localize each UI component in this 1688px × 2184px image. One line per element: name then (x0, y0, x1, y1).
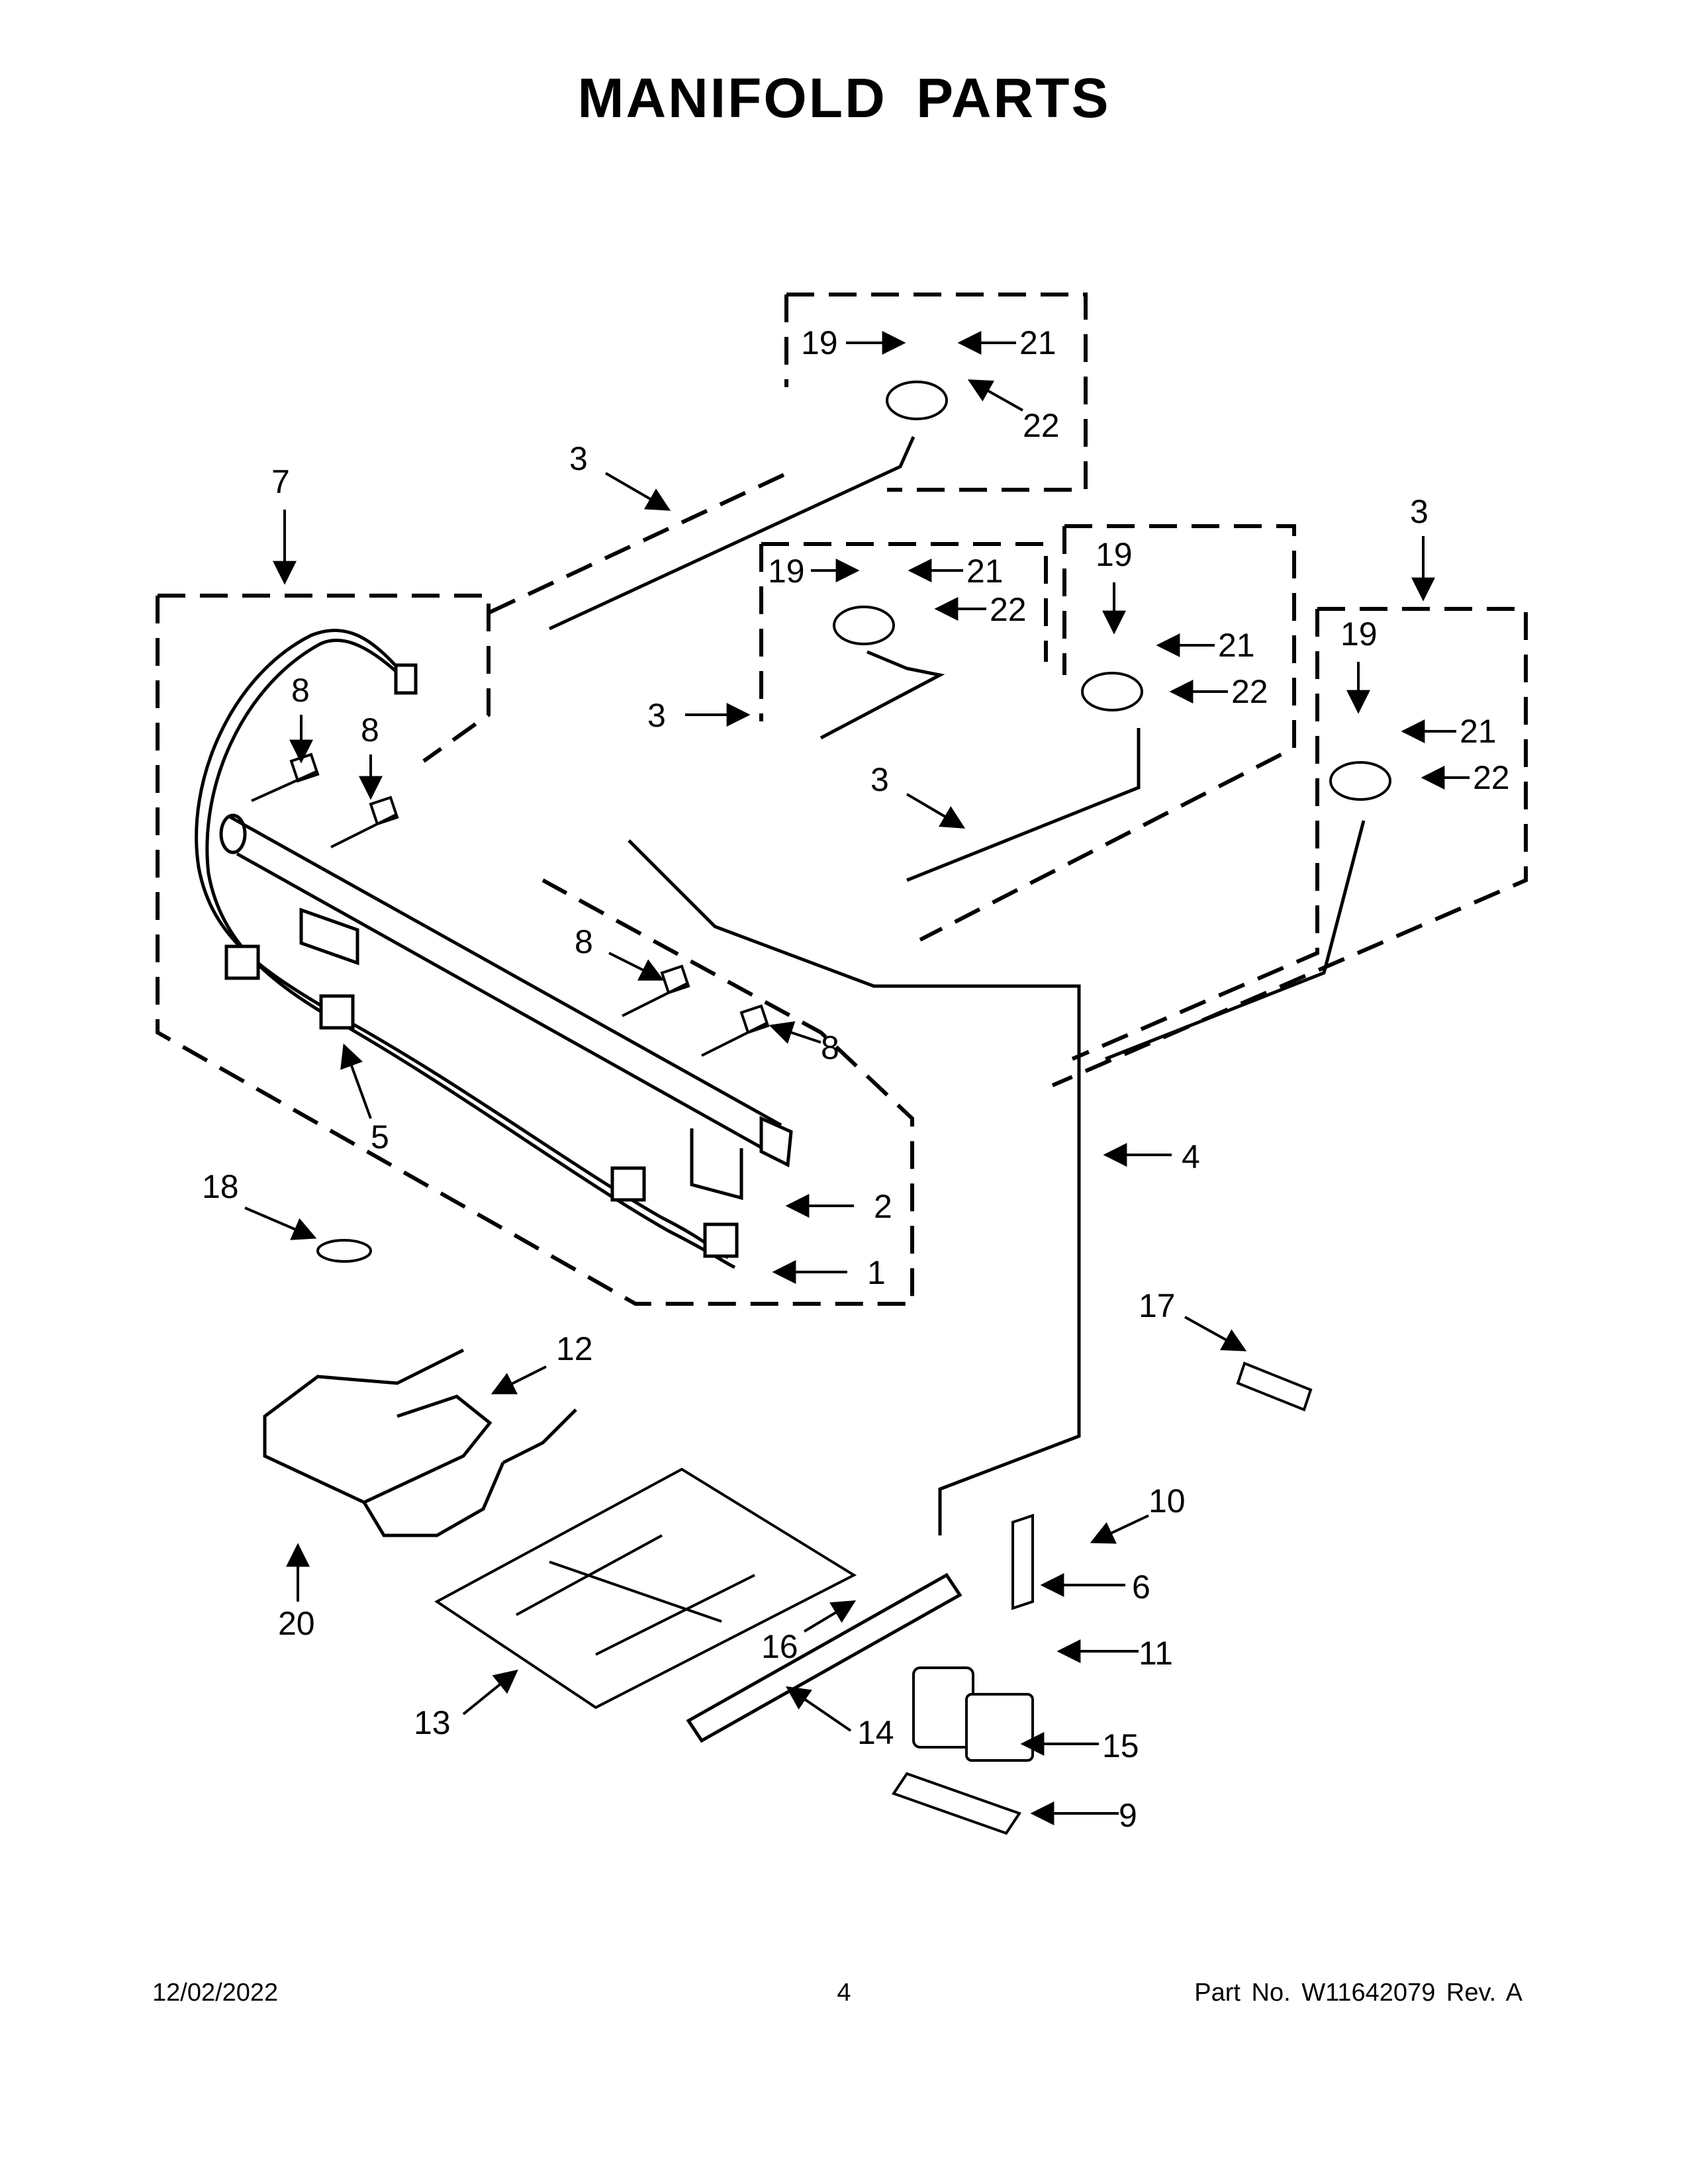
callout-label-2: 2 (874, 1188, 892, 1225)
callout-label-17: 17 (1139, 1287, 1176, 1324)
valve-box-right (1051, 607, 1528, 1087)
callout-15: 15 (1020, 1727, 1139, 1764)
callout-label-1: 1 (867, 1254, 886, 1291)
callout-22a: 22 (967, 379, 1060, 444)
manifold-box (156, 594, 914, 1306)
spark-module (1236, 1361, 1313, 1412)
orifice-holders (251, 752, 770, 1057)
valve-box-mid-right (919, 524, 1296, 942)
callout-5: 5 (340, 1043, 389, 1156)
callout-2: 2 (785, 1188, 892, 1225)
callout-3d: 3 (1410, 493, 1435, 602)
callout-label-14: 14 (857, 1714, 894, 1751)
callout-14: 14 (786, 1686, 894, 1751)
callout-label-19d: 19 (1340, 615, 1378, 653)
footer-page-number: 4 (837, 1979, 851, 2007)
callout-label-21c: 21 (1218, 627, 1255, 664)
callout-21c: 21 (1156, 627, 1255, 664)
callout-label-19a: 19 (801, 324, 838, 361)
callout-3a: 3 (569, 440, 671, 511)
callout-label-15: 15 (1102, 1727, 1139, 1764)
callout-label-8d: 8 (821, 1029, 839, 1066)
callout-label-9: 9 (1119, 1797, 1137, 1834)
callouts: 1 2 3 3 3 3 4 5 (202, 324, 1510, 1834)
burner-valves (833, 381, 1391, 801)
callout-21a: 21 (957, 324, 1056, 361)
manifold-box-top-link (489, 468, 796, 614)
callout-22c: 22 (1169, 673, 1268, 710)
callout-19d: 19 (1340, 615, 1378, 714)
callout-6: 6 (1040, 1569, 1150, 1606)
gas-tubes (548, 435, 1366, 1535)
callout-label-13: 13 (414, 1704, 451, 1741)
callout-22b: 22 (934, 591, 1027, 628)
callout-3b: 3 (647, 697, 751, 734)
callout-17: 17 (1139, 1287, 1247, 1351)
callout-label-3b: 3 (647, 697, 666, 734)
callout-label-8a: 8 (291, 672, 310, 709)
burner-baffle (434, 1467, 857, 1709)
callout-label-21d: 21 (1460, 713, 1497, 750)
callout-11: 11 (1056, 1635, 1173, 1672)
callout-18: 18 (202, 1168, 317, 1240)
callout-21b: 21 (908, 553, 1004, 590)
broil-element (263, 1348, 577, 1537)
wire-harness (195, 629, 739, 1269)
cap-18 (316, 1239, 372, 1263)
manifold-pipe (219, 813, 793, 1201)
callout-label-19c: 19 (1096, 536, 1133, 573)
page-title: MANIFOLD PARTS (577, 67, 1111, 129)
callout-label-4: 4 (1182, 1138, 1200, 1175)
callout-19a: 19 (801, 324, 906, 361)
callout-label-19b: 19 (768, 553, 805, 590)
callout-22d: 22 (1421, 759, 1510, 796)
callout-label-10: 10 (1149, 1482, 1186, 1520)
callout-label-3c: 3 (870, 761, 889, 798)
valve-box-top (784, 293, 1088, 492)
footer-part-number: Part No. W11642079 Rev. A (1194, 1979, 1523, 2007)
valve-box-mid-left (759, 542, 1048, 721)
callout-label-21a: 21 (1019, 324, 1056, 361)
callout-10: 10 (1090, 1482, 1186, 1544)
footer-date: 12/02/2022 (152, 1979, 279, 2007)
callout-8a: 8 (289, 672, 313, 764)
callout-label-11: 11 (1139, 1635, 1173, 1672)
callout-label-16: 16 (761, 1628, 798, 1665)
callout-9: 9 (1030, 1797, 1137, 1834)
callout-8c: 8 (575, 923, 665, 981)
callout-19b: 19 (768, 553, 860, 590)
callout-1: 1 (772, 1254, 886, 1291)
bracket-6 (1011, 1514, 1034, 1610)
callout-label-8b: 8 (361, 711, 379, 749)
callout-label-20: 20 (278, 1605, 315, 1642)
dashed-group-boxes (156, 293, 1528, 1306)
callout-8b: 8 (359, 711, 383, 800)
callout-label-22b: 22 (990, 591, 1027, 628)
callout-label-8c: 8 (575, 923, 593, 960)
pressure-regulator (891, 1666, 1034, 1835)
callout-12: 12 (491, 1330, 593, 1394)
callout-label-6: 6 (1132, 1569, 1150, 1606)
bake-burner (686, 1572, 962, 1743)
callout-label-21b: 21 (966, 553, 1004, 590)
callout-label-22c: 22 (1231, 673, 1268, 710)
callout-20: 20 (278, 1543, 315, 1642)
callout-19c: 19 (1096, 536, 1133, 635)
callout-3c: 3 (870, 761, 966, 829)
callout-label-3d: 3 (1410, 493, 1429, 530)
callout-label-7: 7 (271, 463, 290, 500)
callout-label-12: 12 (556, 1330, 593, 1367)
callout-21d: 21 (1401, 713, 1497, 750)
callout-4: 4 (1103, 1138, 1200, 1175)
callout-label-22a: 22 (1023, 407, 1060, 444)
callout-7: 7 (271, 463, 297, 585)
callout-label-22d: 22 (1473, 759, 1510, 796)
callout-8d: 8 (769, 1021, 839, 1066)
callout-label-18: 18 (202, 1168, 239, 1205)
callout-label-3a: 3 (569, 440, 588, 477)
callout-label-5: 5 (371, 1118, 389, 1156)
callout-16: 16 (761, 1600, 857, 1665)
callout-13: 13 (414, 1669, 518, 1741)
